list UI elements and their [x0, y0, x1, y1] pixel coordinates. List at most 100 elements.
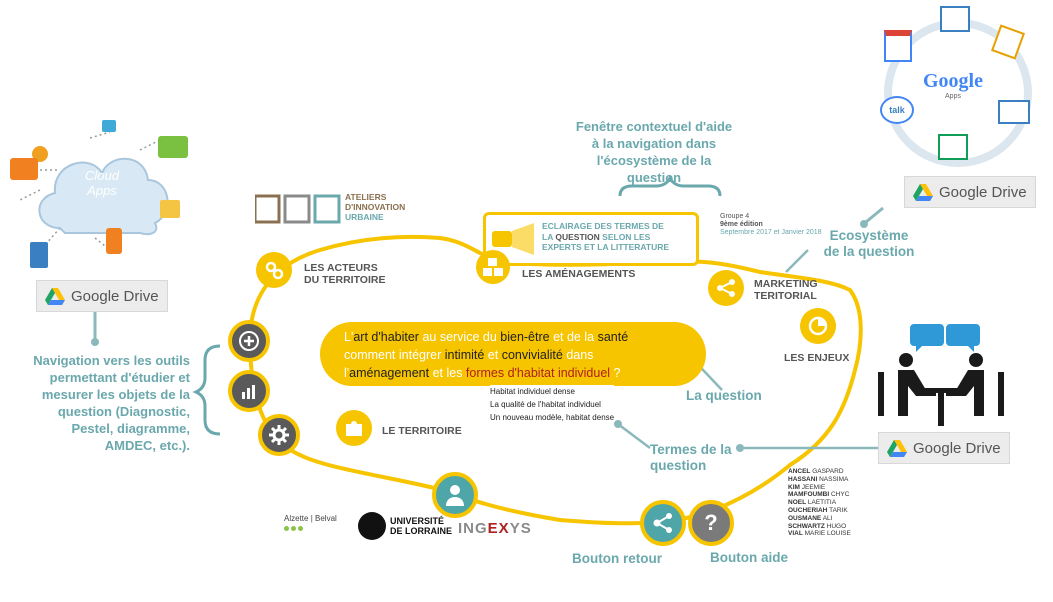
google-drive-label: Google Drive — [913, 439, 1001, 457]
gmail-icon — [998, 100, 1030, 124]
spreadsheet-icon — [938, 134, 968, 160]
group-line1: Groupe 4 — [720, 213, 750, 220]
user-icon — [446, 485, 464, 506]
context-help-description: Fenêtre contextuel d'aide à la navigatio… — [560, 118, 748, 186]
question-segment: bien-être — [500, 330, 550, 344]
question-segment: comment intégrer — [344, 348, 445, 362]
email-icon — [102, 120, 116, 132]
back-button[interactable] — [640, 500, 686, 546]
question-sub-item[interactable]: Habitat individuel dense — [490, 387, 575, 396]
territoire-node[interactable] — [336, 410, 372, 446]
acteurs-label: LES ACTEURS DU TERRITOIRE — [304, 262, 386, 286]
meeting-illustration — [876, 322, 1006, 432]
question-segment: santé — [597, 330, 629, 344]
help-icon: ? — [704, 510, 718, 535]
team-member: KIM JEEMIE — [788, 483, 826, 491]
nav-text-line: Navigation vers les outils — [33, 353, 190, 368]
google-drive-icon — [45, 287, 65, 305]
sites-icon — [940, 6, 970, 32]
team-member: OUSMANE ALI — [788, 514, 833, 522]
team-member: MAMFOUMBI CHYC — [788, 491, 850, 499]
team-member: SCHWARTZ HUGO — [788, 522, 847, 530]
marketing-node[interactable] — [708, 270, 744, 306]
team-member: ANCEL GASPARD — [788, 468, 844, 475]
question-segment: et les — [429, 366, 466, 380]
aiu-line3: URBAINE — [345, 212, 384, 222]
question-segment: formes d'habitat individuel — [465, 366, 611, 380]
question-sub-item[interactable]: Un nouveau modèle, habitat dense — [490, 413, 615, 422]
monitor-icon — [10, 158, 38, 180]
question-segment: art d'habiter — [353, 330, 419, 344]
cloud-label-line1: Cloud — [85, 168, 119, 183]
google-drive-icon — [913, 183, 933, 201]
diagram-tool-button[interactable] — [228, 370, 270, 412]
context-help-line: à la navigation dans — [591, 136, 717, 151]
cloud-label-line2: Apps — [87, 183, 117, 198]
universite-lorraine-logo: UNIVERSITÉ DE LORRAINE — [358, 512, 452, 540]
google-logo-text: Google — [923, 70, 983, 92]
acteurs-node[interactable] — [256, 252, 292, 288]
team-member: HASSANI NASSIMA — [788, 475, 849, 483]
help-button[interactable]: ? — [688, 500, 734, 546]
group-line2: 9ème édition — [720, 221, 763, 228]
termes-connector-line — [617, 423, 651, 449]
nav-text-line: question (Diagnostic, — [57, 404, 190, 419]
marketing-connector-line — [785, 249, 809, 273]
nav-text-line: Pestel, diagramme, — [71, 421, 191, 436]
team-member: VIAL MARIE LOUISE — [788, 530, 851, 538]
calendar-icon — [884, 30, 912, 62]
enjeux-label: LES ENJEUX — [784, 352, 850, 364]
google-apps-logo: Google Apps — [918, 70, 988, 100]
question-line1: L'art d'habiter au service du bien-être … — [344, 328, 682, 346]
top-right-google-drive-badge[interactable]: Google Drive — [904, 176, 1036, 208]
amenagements-node[interactable] — [476, 250, 510, 284]
docs-icon — [990, 24, 1026, 60]
question-segment: et — [484, 348, 502, 362]
add-tool-button[interactable] — [228, 320, 270, 362]
boxes-icon — [483, 258, 503, 276]
ecosystem-annotation: Ecosystème de la question — [823, 228, 915, 259]
phone-icon — [106, 228, 122, 254]
bar-chart-icon — [242, 385, 255, 399]
marketing-label: MARKETING TERITORIAL — [754, 278, 818, 302]
aiu-logo: ATELIERS D'INNOVATION URBAINE — [255, 190, 415, 230]
group-info: Groupe 4 9ème édition Septembre 2017 et … — [720, 213, 822, 237]
google-drive-label: Google Drive — [71, 287, 159, 305]
context-help-line: Fenêtre contextuel d'aide — [575, 119, 733, 134]
belval-text: Belval — [315, 514, 337, 523]
plus-icon — [239, 331, 259, 351]
left-google-drive-badge[interactable]: Google Drive — [36, 280, 168, 312]
talk-icon: talk — [880, 96, 914, 124]
google-drive-icon — [887, 439, 907, 457]
nav-text-line: permettant d'étudier et — [49, 370, 190, 385]
settings-tool-button[interactable] — [258, 414, 300, 456]
nav-text-line: mesurer les objets de la — [41, 387, 190, 402]
aiu-line1: ATELIERS — [345, 192, 387, 202]
question-box[interactable]: L'art d'habiter au service du bien-être … — [320, 322, 706, 386]
question-sub-item[interactable]: La qualité de l'habitat individuel — [490, 400, 601, 409]
laptop-icon — [158, 136, 188, 158]
lighting-line1: ECLAIRAGE DES TERMES DE — [542, 221, 664, 231]
lighting-terms-box[interactable]: ECLAIRAGE DES TERMES DE LA QUESTION SELO… — [483, 212, 699, 266]
puzzle-icon — [346, 421, 362, 436]
chart-icon — [160, 200, 180, 218]
team-members-list: ANCEL GASPARD HASSANI NASSIMA KIM JEEMIE… — [788, 468, 851, 538]
gear-icon — [269, 425, 289, 445]
aiu-line2: D'INNOVATION — [345, 202, 406, 212]
universite-emblem — [358, 512, 386, 540]
right-google-drive-badge[interactable]: Google Drive — [878, 432, 1010, 464]
question-segment: ? — [610, 366, 621, 380]
google-drive-label: Google Drive — [939, 183, 1027, 201]
group-line3: Septembre 2017 et Janvier 2018 — [720, 229, 822, 236]
team-member: NOEL LAETITIA — [788, 499, 837, 507]
question-segment: L' — [344, 330, 354, 344]
aiu-logo-mark — [255, 194, 341, 224]
google-apps-ecosystem: Google Apps talk — [880, 0, 1040, 180]
question-segment: intimité — [444, 348, 485, 362]
user-node[interactable] — [432, 472, 478, 518]
context-help-line: l'écosystème de la — [596, 153, 712, 168]
question-line3: l'aménagement et les formes d'habitat in… — [344, 364, 682, 382]
enjeux-node[interactable] — [800, 308, 836, 344]
question-line2: comment intégrer intimité et convivialit… — [344, 346, 682, 364]
ecosystem-connector-line — [865, 206, 884, 224]
